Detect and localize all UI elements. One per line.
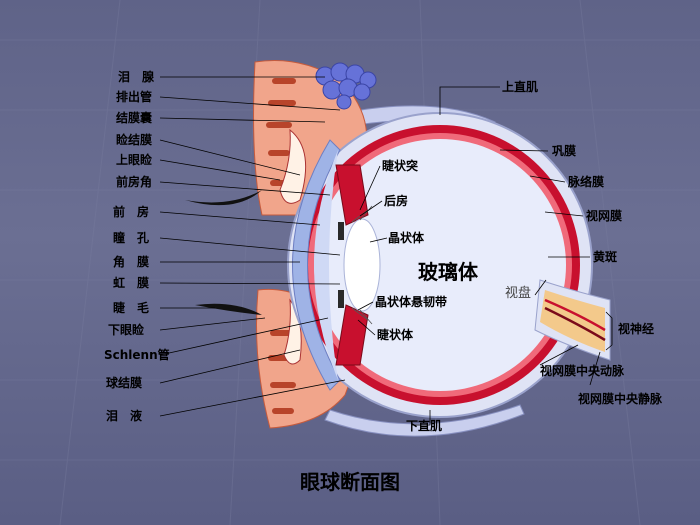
lower-ciliary-body [335,304,369,366]
label-anterior-chamber-angle: 前房角 [116,175,153,189]
label-upper-eyelid: 上眼睑 [116,153,153,167]
label-superior-rectus: 上直肌 [502,80,539,94]
label-central-retinal-artery: 视网膜中央动脉 [540,364,625,378]
lower-eyelash [195,303,262,315]
label-eyelash: 睫 毛 [113,301,150,315]
label-macula: 黄斑 [593,250,618,264]
lower-iris [338,290,344,308]
label-zonule: 晶状体悬韧带 [375,295,448,309]
label-palpebral-conjunctiva: 睑结膜 [116,133,153,147]
label-optic-nerve: 视神经 [618,322,655,336]
anterior-chamber-shape [314,150,338,380]
lacrimal-gland-shape [315,62,377,110]
upper-iris [338,222,344,240]
macula-shape [538,250,548,264]
label-vitreous: 玻璃体 [418,260,478,284]
label-lens: 晶状体 [388,231,425,245]
label-inferior-rectus: 下直肌 [406,419,443,433]
label-retina: 视网膜 [586,209,623,223]
label-optic-disc: 视盘 [505,286,532,301]
vitreous-shape [314,139,566,391]
upper-eyelid-glands [266,78,296,186]
tarsal-plate [279,128,307,204]
label-sclera: 巩膜 [552,144,577,158]
label-schlemm-canal: Schlenn管 [104,348,170,362]
label-excretory-duct: 排出管 [116,90,153,104]
label-central-retinal-vein: 视网膜中央静脉 [578,392,663,406]
central-vein-vessel [544,306,606,342]
label-ciliary-process: 睫状突 [382,159,419,173]
page-title: 眼球断面图 [300,470,400,494]
cornea-shape [292,139,341,391]
label-tears: 泪 液 [106,409,143,423]
label-choroid: 脉络膜 [568,175,605,189]
central-artery-vessel [544,298,606,332]
label-iris: 虹 膜 [113,276,150,290]
label-cornea: 角 膜 [113,255,150,269]
label-posterior-chamber: 后房 [384,194,409,208]
label-pupil: 瞳 孔 [113,231,150,245]
left-leader-lines [159,76,346,417]
inferior-rectus-muscle [324,404,525,437]
label-ciliary-body: 睫状体 [377,328,414,342]
upper-eyelash [185,190,262,206]
label-lower-eyelid: 下眼睑 [108,323,145,337]
label-anterior-chamber: 前 房 [113,205,150,219]
label-lacrimal-gland: 泪 腺 [118,70,155,84]
label-conjunctival-sac: 结膜囊 [116,111,153,125]
label-bulbar-conjunctiva: 球结膜 [106,376,143,390]
right-leader-lines [357,86,613,426]
